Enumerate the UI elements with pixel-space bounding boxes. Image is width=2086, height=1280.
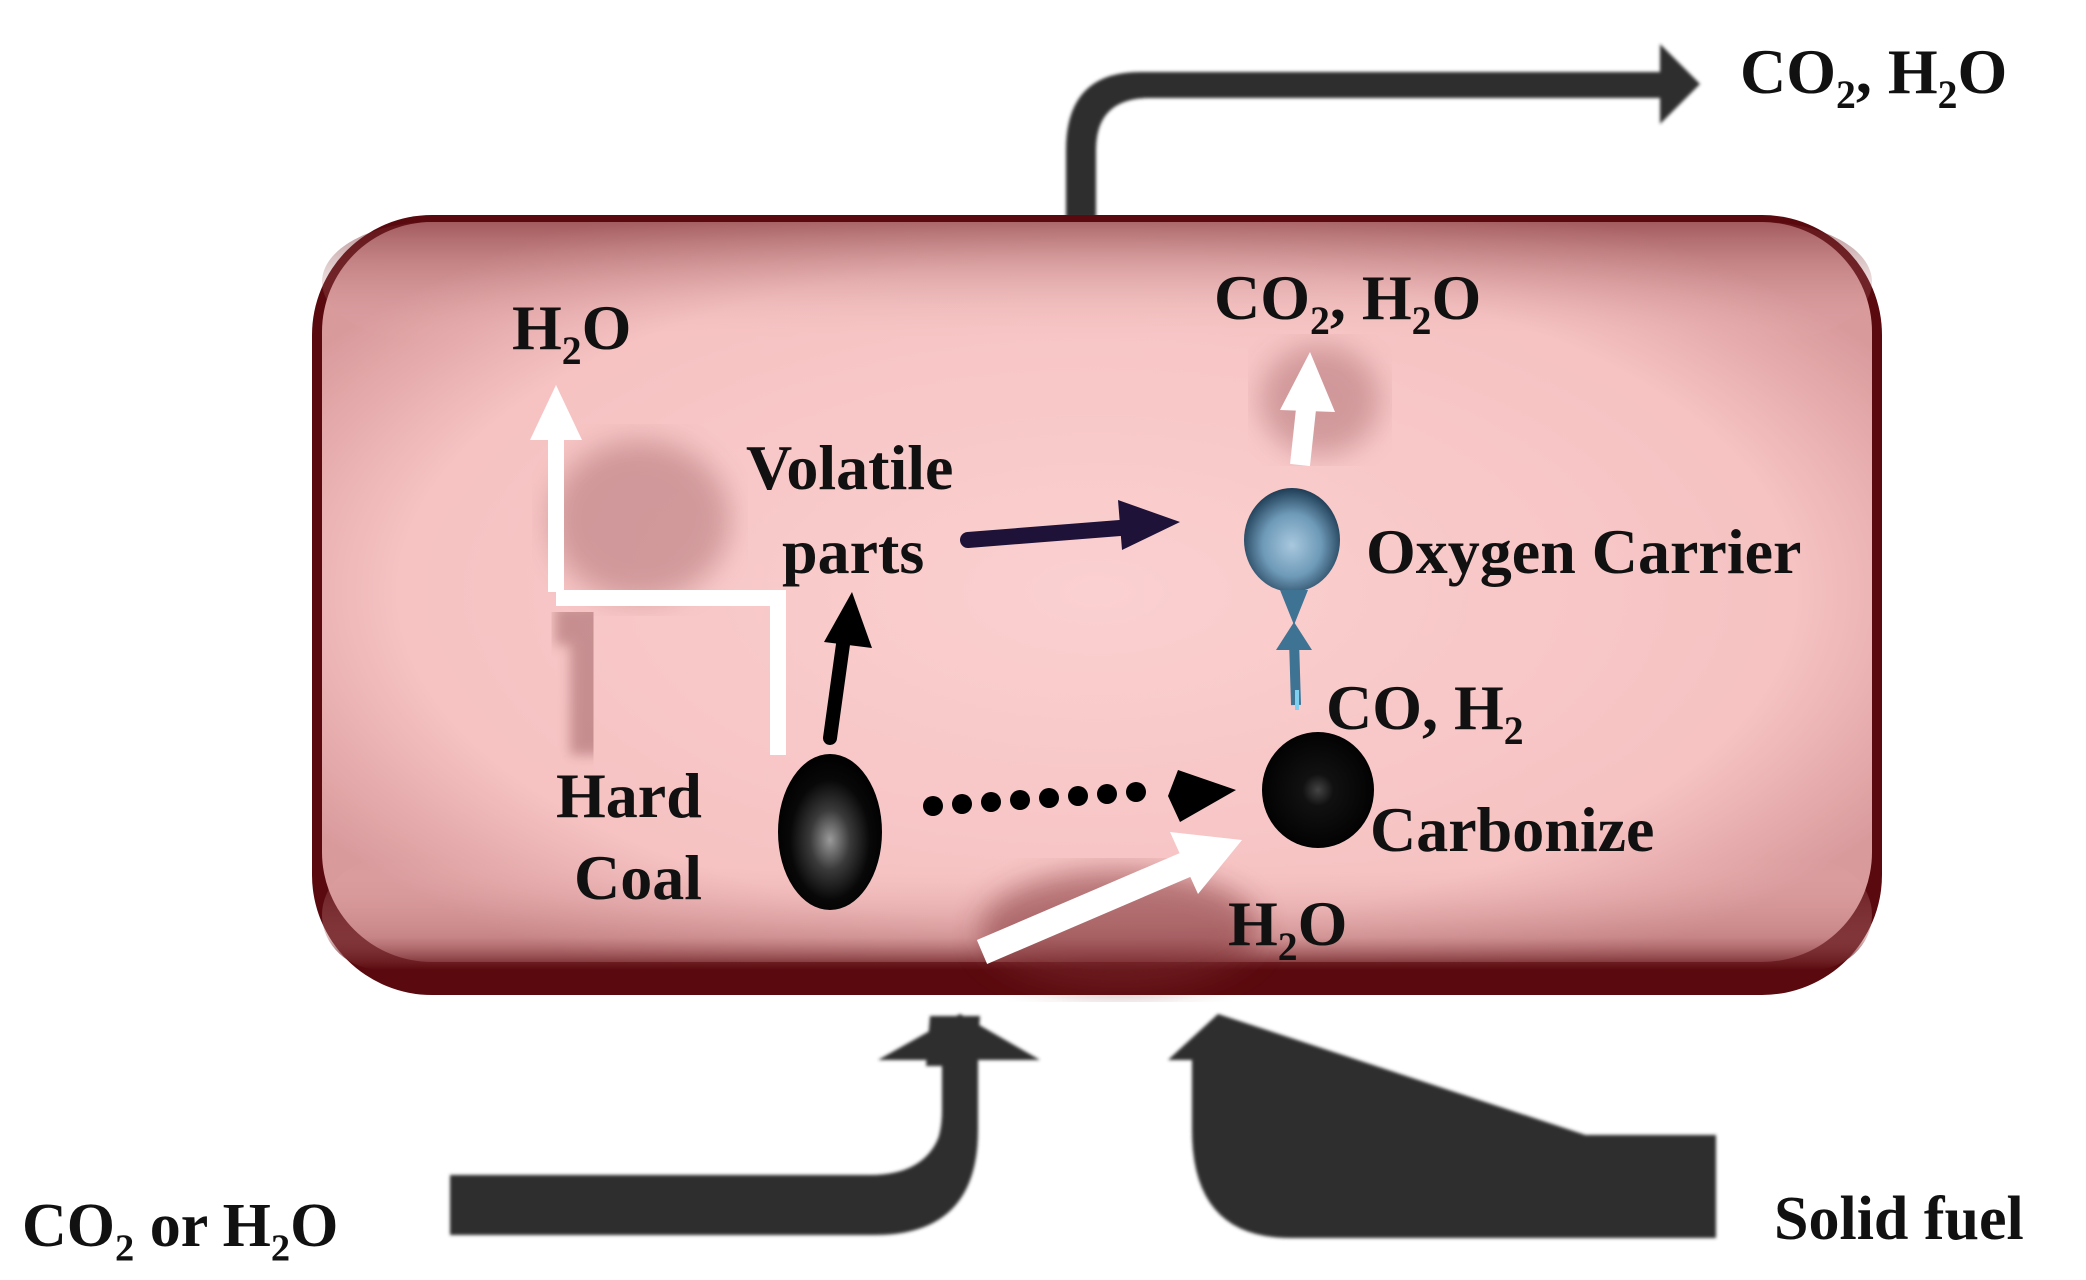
combustion-products-arrow-icon xyxy=(1280,352,1335,467)
carbonize-label: Carbonize xyxy=(1370,794,1655,865)
volatile-parts-label-line2: parts xyxy=(782,516,925,587)
co2-h2o-inlet-arrow-icon xyxy=(450,1014,1040,1235)
gasification-agent-arrow-icon xyxy=(976,832,1242,964)
volatile-parts-label-line1: Volatile xyxy=(746,432,954,503)
gasification-water-label: H2O xyxy=(1228,888,1348,970)
exhaust-arrow-icon xyxy=(1066,44,1700,218)
devolatilization-arrow-icon xyxy=(823,592,872,745)
syngas-label: CO, H2 xyxy=(1326,672,1524,754)
char-particle-icon xyxy=(1262,732,1374,848)
oxygen-carrier-particle-icon xyxy=(1244,488,1340,710)
inner-products-label: CO2, H2O xyxy=(1214,262,1482,344)
co2-h2o-inlet-label: CO2 or H2O xyxy=(22,1192,339,1270)
solid-fuel-inlet-arrow-icon xyxy=(1168,1014,1716,1238)
hard-coal-particle-icon xyxy=(778,754,882,910)
volatile-to-carrier-arrow-icon xyxy=(960,500,1180,550)
exhaust-output-label: CO2, H2O xyxy=(1740,36,2008,118)
hard-coal-label-line1: Hard xyxy=(556,760,702,831)
carbonization-arrow-icon xyxy=(923,770,1236,822)
hard-coal-label-line2: Coal xyxy=(574,842,702,913)
oxygen-carrier-label: Oxygen Carrier xyxy=(1366,516,1802,587)
water-vapor-label: H2O xyxy=(512,292,632,374)
water-vapor-arrow-icon xyxy=(530,385,786,755)
solid-fuel-inlet-label: Solid fuel xyxy=(1774,1185,2024,1253)
